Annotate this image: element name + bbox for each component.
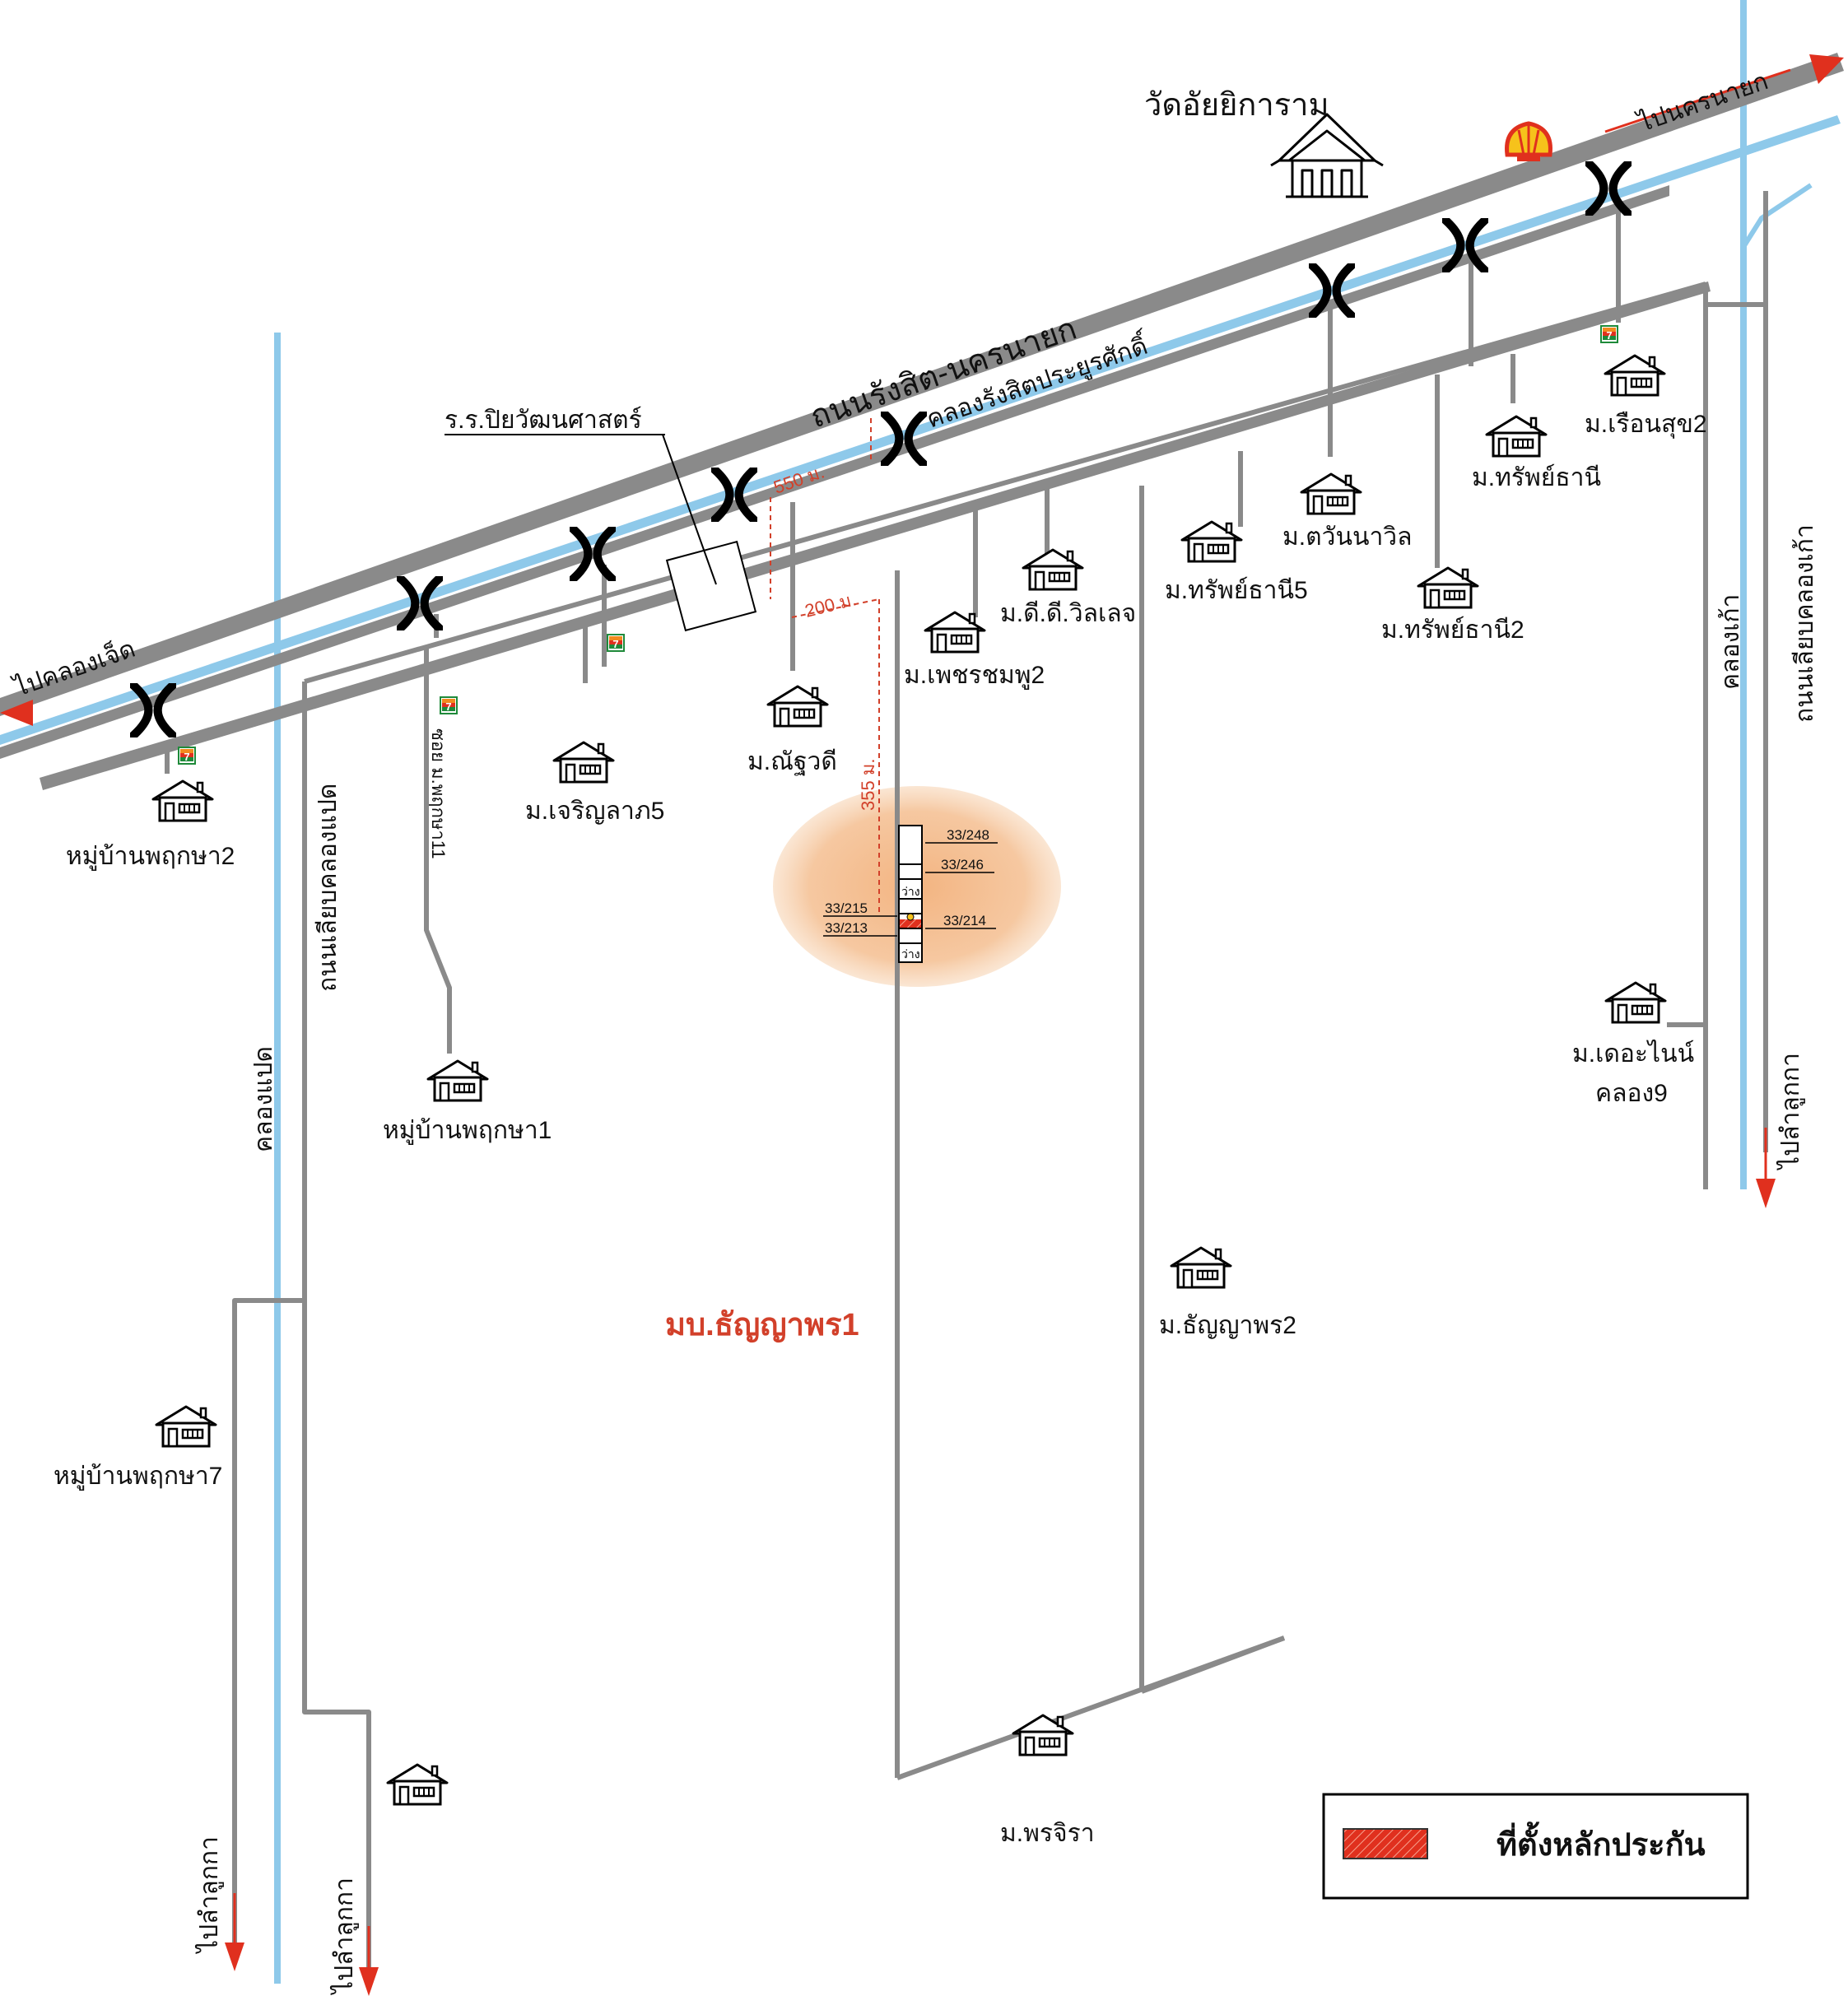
distance-355: 355 ม. (858, 759, 878, 811)
soi-phruksa-label: ซอย ม.พฤกษา11 (428, 728, 449, 859)
house-icon (1170, 1246, 1232, 1289)
road-network (165, 191, 1768, 1984)
village-label-phruksa7: หมู่บ้านพฤกษา7 (54, 1463, 222, 1491)
house-icon (426, 1059, 489, 1102)
house-icon (151, 779, 214, 822)
canal-klong9-branch (1741, 183, 1813, 249)
plot-leaders (823, 842, 998, 937)
village-label-phonjira: ม.พรจิรา (1000, 1820, 1095, 1847)
plot-label-vacant-1: ว่าง (901, 885, 920, 898)
village-label-phruksa2: หมู่บ้านพฤกษา2 (66, 843, 235, 871)
house-icon (924, 611, 986, 654)
canal-klong8-label: คลองแปด (250, 1046, 277, 1152)
house-icon (1180, 520, 1243, 563)
plot-label-33-246: 33/246 (941, 857, 984, 872)
village-label-natthawadi: ม.ณัฐวดี (747, 748, 837, 776)
frontage-road (40, 281, 1711, 790)
village-label-dd-village: ม.ดี.ดี.วิลเลจ (1000, 600, 1136, 627)
village-label-supthani: ม.ทรัพย์ธานี (1472, 463, 1601, 491)
main-canal (0, 115, 1841, 745)
house-icon (766, 685, 829, 728)
village-label-ruensuk2: ม.เรือนสุข2 (1585, 411, 1707, 440)
direction-to-khlong-7: ไปคลองเจ็ด (9, 633, 139, 702)
house-icon (1022, 548, 1084, 591)
canal-klong9-label: คลองเก้า (1717, 594, 1744, 690)
house-icon (552, 741, 615, 784)
plot-label-33-214: 33/214 (943, 913, 986, 928)
village-label-the-nine-a: ม.เดอะไนน์ (1572, 1039, 1694, 1068)
village-label-phruksa1: หมู่บ้านพฤกษา1 (383, 1117, 552, 1145)
house-icon (386, 1763, 449, 1806)
collateral-plot-marker (900, 919, 921, 928)
seven-eleven-icon (440, 696, 458, 714)
house-icon (1604, 354, 1666, 397)
house-icon (1012, 1714, 1074, 1756)
seven-eleven-icon (607, 634, 625, 652)
village-label-thanyaporn2: ม.ธัญญาพร2 (1159, 1312, 1296, 1339)
school-building (665, 540, 757, 632)
village-label-the-nine-b: คลอง9 (1595, 1080, 1668, 1107)
village-label-supthani5: ม.ทรัพย์ธานี5 (1165, 576, 1308, 604)
seven-eleven-icon (178, 747, 196, 765)
main-road-upper (0, 53, 1844, 716)
road-klong9-label: ถนนเลียบคลองเก้า (1791, 524, 1818, 723)
legend: ที่ตั้งหลักประกัน (1322, 1793, 1749, 1900)
house-icon (1485, 415, 1548, 458)
temple-label: วัดอัยยิการาม (1144, 88, 1329, 123)
project-label: มบ.ธัญญาพร1 (665, 1308, 859, 1342)
temple-icon (1270, 113, 1384, 198)
house-icon (1604, 981, 1667, 1024)
plot-column (898, 825, 923, 963)
distance-200: 200 ม. (803, 589, 859, 621)
legend-label: ที่ตั้งหลักประกัน (1497, 1822, 1706, 1863)
main-road-lower (0, 185, 1669, 759)
direction-to-lam-luk-ka-right: ไปลำลูกกา (1776, 1053, 1805, 1170)
village-label-phetchomphu2: ม.เพชรชมพู2 (904, 662, 1045, 690)
village-label-supthani2: ม.ทรัพย์ธานี2 (1381, 616, 1524, 644)
distance-markers (770, 418, 880, 914)
plot-label-33-248: 33/248 (947, 827, 989, 843)
village-label-tawan-na-villa: ม.ตวันนาวิล (1282, 523, 1413, 551)
house-icon (1300, 472, 1362, 515)
house-icon (155, 1405, 217, 1448)
village-label-charoenlap5: ม.เจริญลาภ5 (525, 798, 664, 825)
shell-icon (1505, 121, 1552, 161)
seven-eleven-icon (1600, 325, 1618, 343)
school-label: ร.ร.ปิยวัฒนศาสตร์ (445, 406, 642, 434)
plot-label-vacant-2: ว่าง (901, 947, 920, 961)
legend-swatch (1343, 1828, 1428, 1859)
direction-arrows (0, 54, 1844, 1996)
direction-to-lam-luk-ka-left1: ไปลำลูกกา (194, 1836, 224, 1954)
road-klong8-label: ถนนเลียบคลองแปด (314, 784, 342, 992)
plot-label-33-213: 33/213 (825, 920, 868, 936)
bridges (133, 163, 1629, 736)
plot-label-33-215: 33/215 (825, 900, 868, 916)
house-icon (1417, 566, 1479, 609)
direction-to-lam-luk-ka-left2: ไปลำลูกกา (329, 1877, 359, 1995)
